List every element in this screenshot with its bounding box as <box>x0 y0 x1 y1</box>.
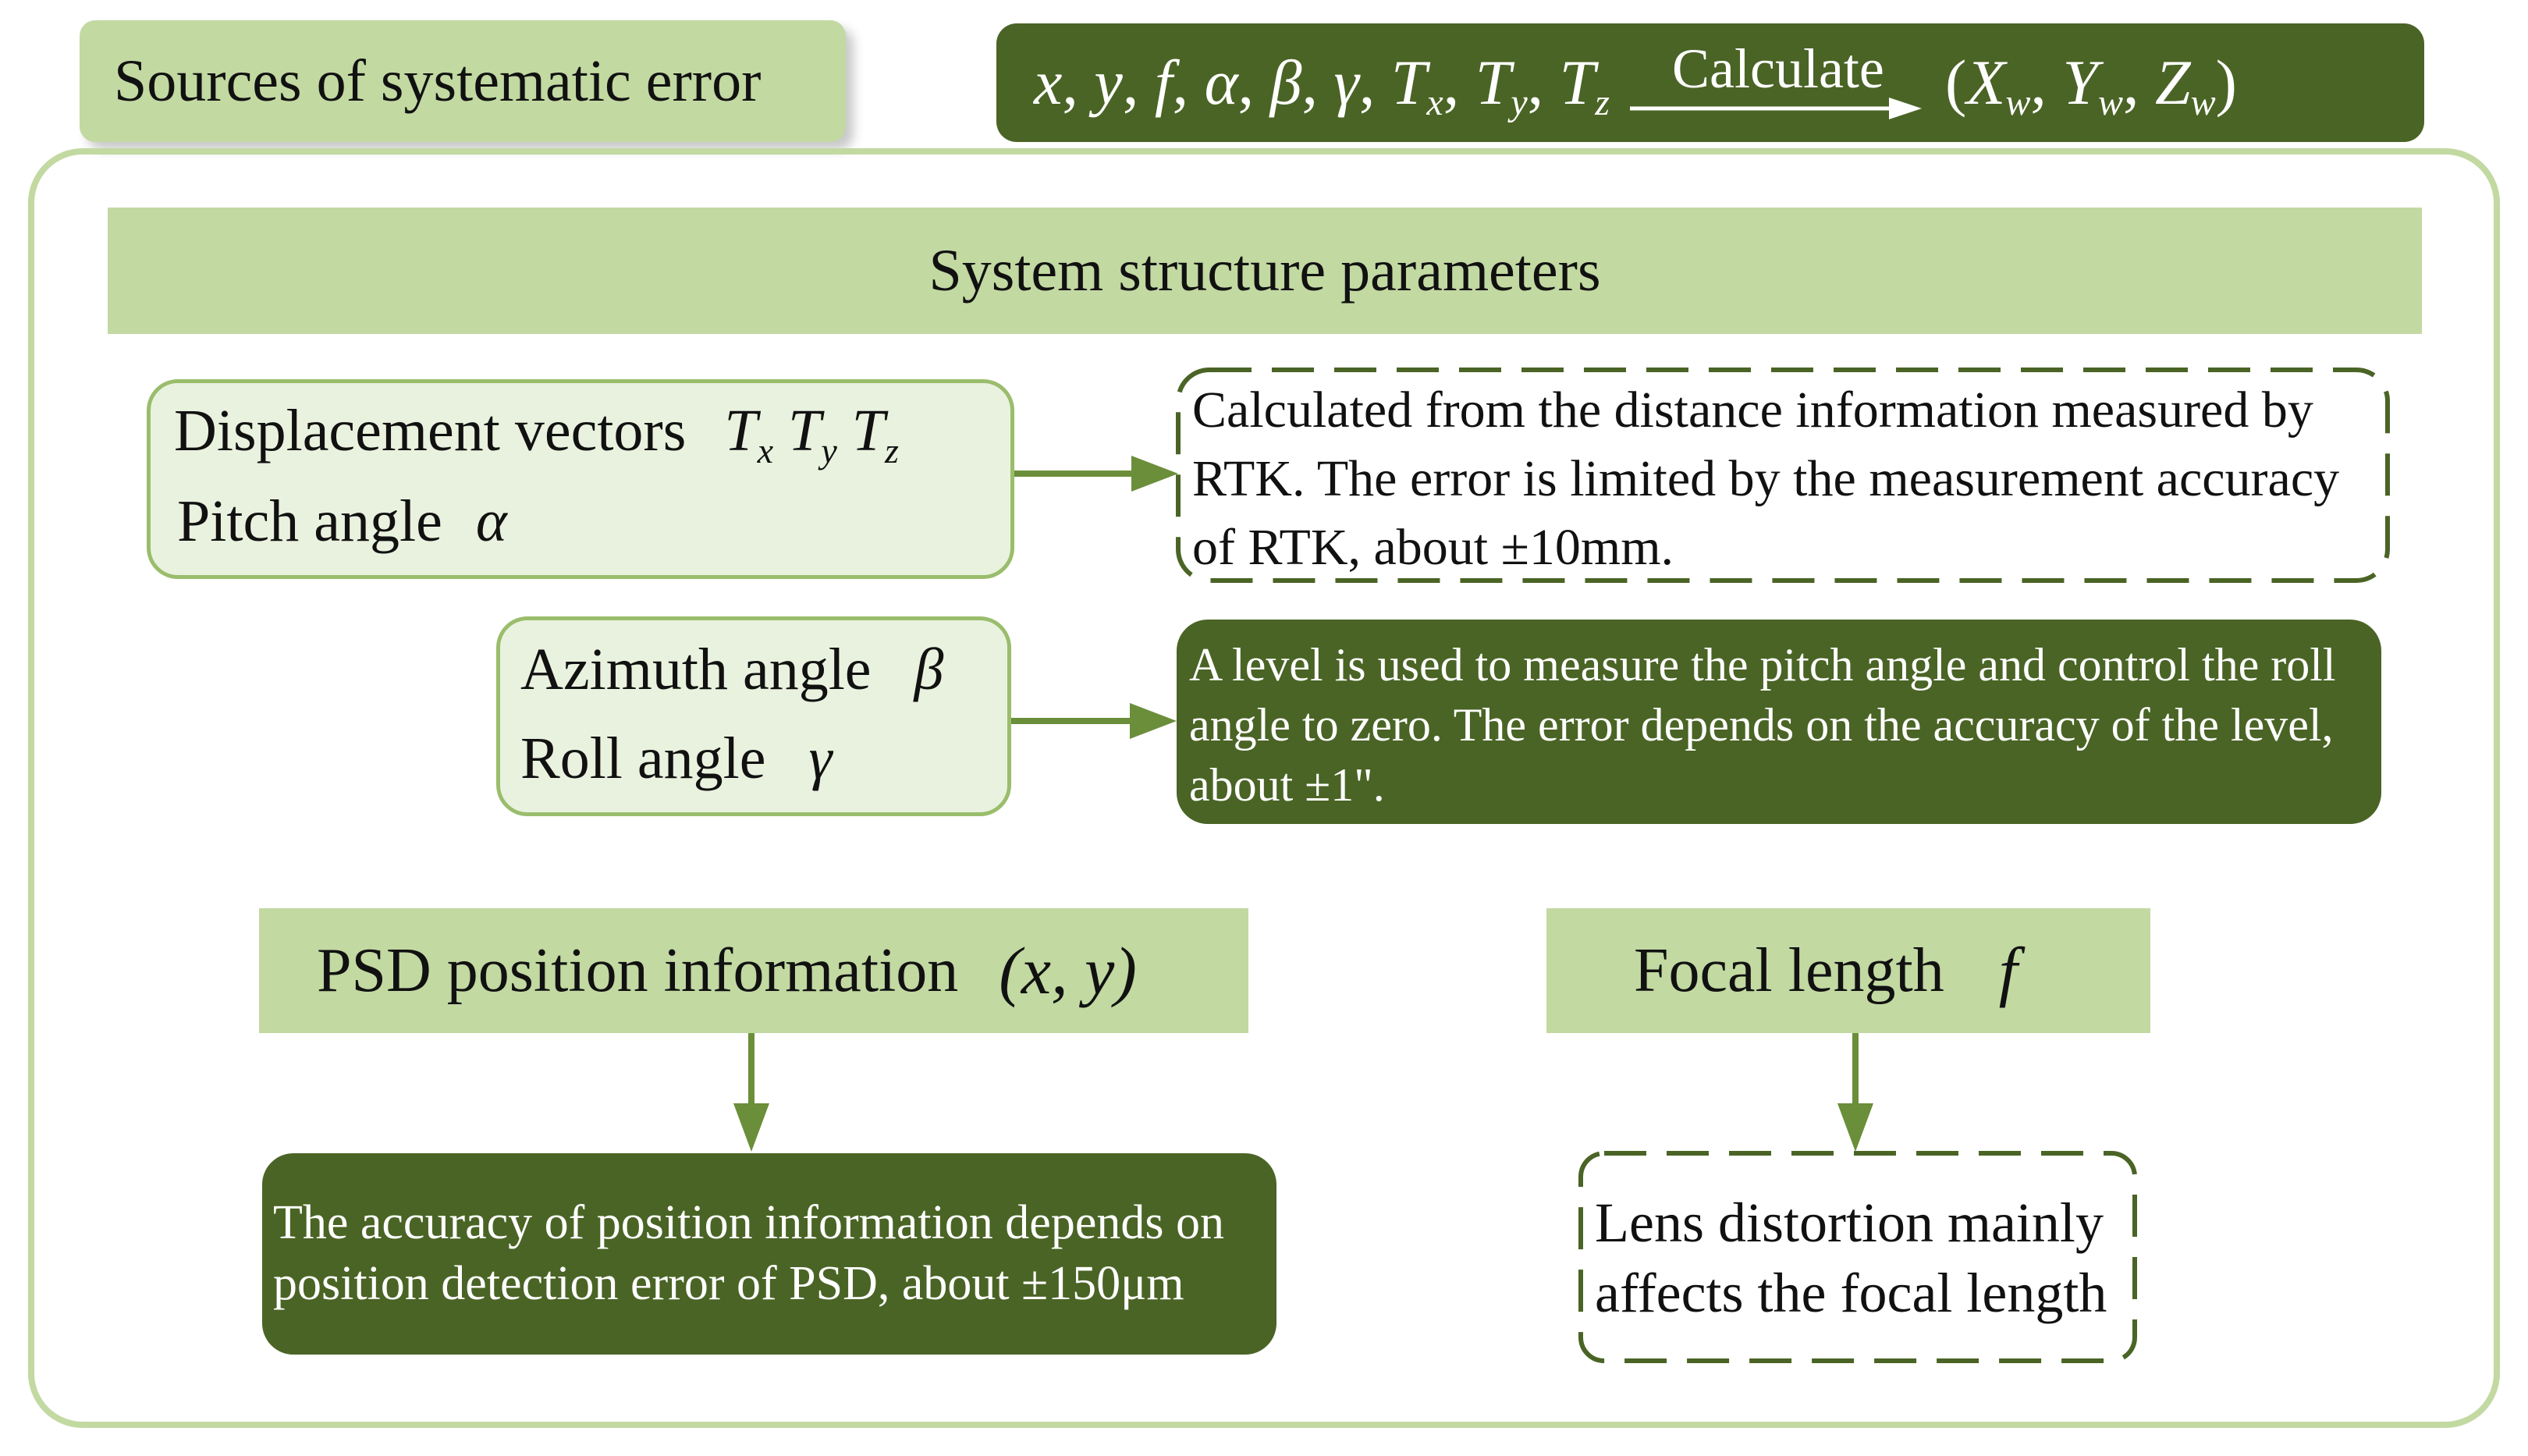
displacement-vectors-label: Displacement vectors <box>174 398 687 463</box>
roll-angle-symbol: γ <box>808 726 833 791</box>
level-note: A level is used to measure the pitch ang… <box>1177 620 2381 824</box>
displacement-vectors-symbols: Tx Ty Tz <box>724 398 899 471</box>
rtk-note-dashed-border <box>1176 368 2390 583</box>
roll-angle-label: Roll angle <box>520 726 766 791</box>
formula-output: (Xw, Yw, Zw) <box>1944 47 2237 123</box>
psd-source-label: PSD position information (x, y) <box>259 908 1248 1033</box>
displacement-vectors-line: Displacement vectors Tx Ty Tz <box>174 397 899 471</box>
focal-source-text: Focal length <box>1634 936 1944 1005</box>
arrow-focal-down-icon <box>1837 1033 1873 1152</box>
level-note-text: A level is used to measure the pitch ang… <box>1189 639 2336 811</box>
azimuth-angle-line: Azimuth angle β <box>520 636 943 704</box>
param-box-azimuth-roll: Azimuth angle β Roll angle γ <box>496 616 1011 816</box>
roll-angle-line: Roll angle γ <box>520 725 832 793</box>
psd-source-text: PSD position information <box>317 936 959 1005</box>
psd-source-symbol: (x, y) <box>999 933 1137 1008</box>
formula-calculate-label: Calculate <box>1672 37 1884 100</box>
azimuth-angle-label: Azimuth angle <box>520 637 872 702</box>
formula-arrow-icon <box>1629 97 1922 119</box>
pitch-angle-line: Pitch angle α <box>177 488 507 556</box>
lens-note-dashed-border <box>1578 1151 2137 1363</box>
azimuth-angle-symbol: β <box>914 637 944 702</box>
formula-inputs: x, y, f, α, β, γ, Tx, Ty, Tz <box>1034 47 1610 123</box>
lens-note: Lens distortion mainly affects the focal… <box>1581 1153 2135 1361</box>
pitch-angle-symbol: α <box>475 488 507 554</box>
psd-note: The accuracy of position information dep… <box>262 1153 1276 1355</box>
arrow-box1-to-rtk-icon <box>1014 456 1178 492</box>
section-banner: System structure parameters <box>108 208 2422 334</box>
lens-note-text: Lens distortion mainly affects the focal… <box>1595 1191 2107 1324</box>
focal-source-symbol: f <box>1998 933 2018 1008</box>
section-title: System structure parameters <box>928 237 1601 304</box>
arrow-psd-down-icon <box>733 1033 769 1152</box>
param-box-displacement-pitch: Displacement vectors Tx Ty Tz Pitch angl… <box>147 379 1014 579</box>
formula-bar: x, y, f, α, β, γ, Tx, Ty, Tz Calculate (… <box>996 23 2424 142</box>
diagram-frame <box>28 148 2500 1428</box>
rtk-note: Calculated from the distance information… <box>1178 370 2388 581</box>
diagram-title: Sources of systematic error <box>80 20 846 142</box>
psd-note-text: The accuracy of position information dep… <box>273 1196 1224 1310</box>
arrow-box2-to-level-icon <box>1011 703 1177 739</box>
formula-calculate: Calculate <box>1629 37 1926 119</box>
focal-source-label: Focal length f <box>1546 908 2150 1033</box>
rtk-note-text: Calculated from the distance information… <box>1192 382 2340 576</box>
diagram-title-text: Sources of systematic error <box>114 48 762 114</box>
pitch-angle-label: Pitch angle <box>177 488 442 554</box>
